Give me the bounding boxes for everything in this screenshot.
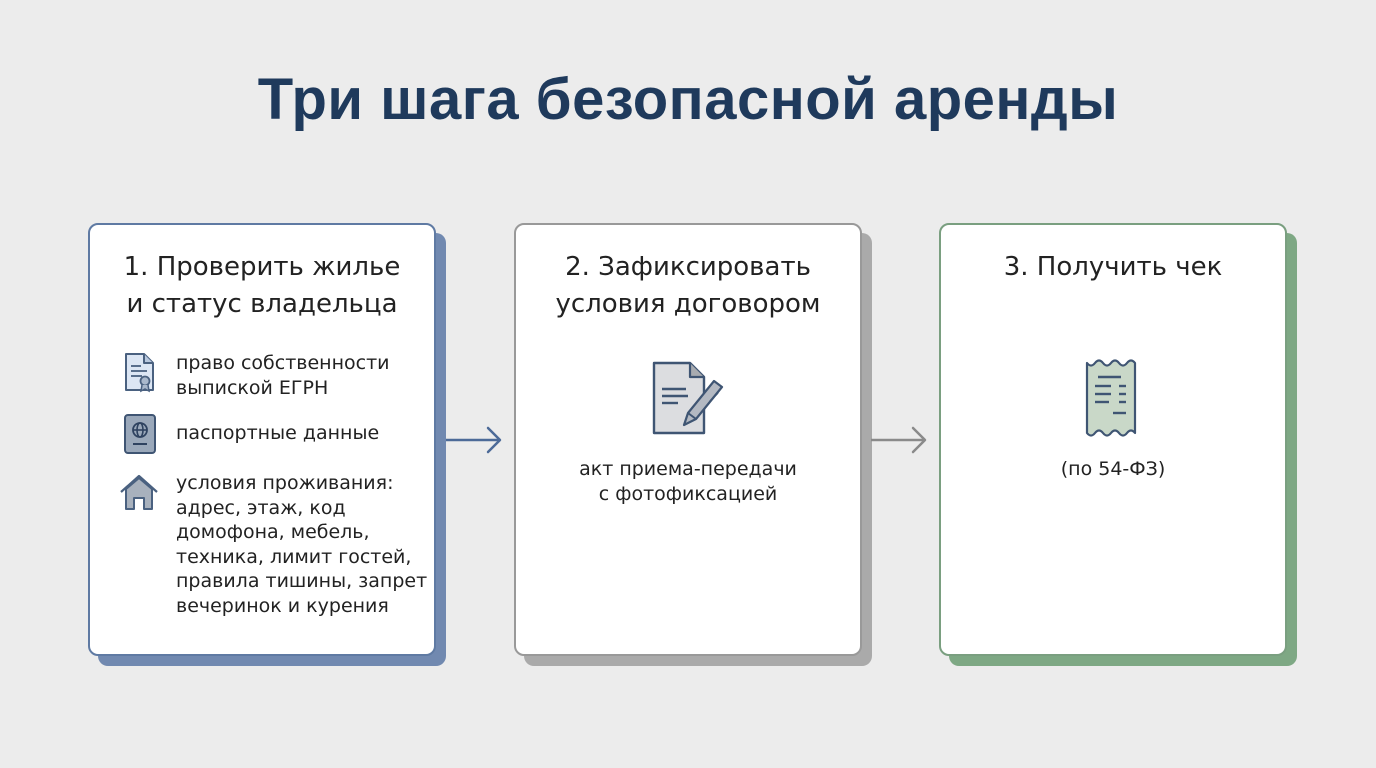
step-3-title: 3. Получить чек (1003, 252, 1223, 282)
step-1-panel: 1. Проверить жилье и статус владельца пр… (88, 223, 436, 656)
step-3-panel: 3. Получить чек (по 54-ФЗ) (939, 223, 1287, 656)
step-2-card: 2. Зафиксировать условия договором акт п… (514, 223, 872, 666)
arrow-right-icon (871, 426, 927, 454)
page-title: Три шага безопасной аренды (257, 67, 1119, 132)
step-2-text: акт приема-передачи с фотофиксацией (579, 458, 797, 505)
step-2-title: 2. Зафиксировать условия договором (555, 252, 821, 319)
step-1-card: 1. Проверить жилье и статус владельца пр… (88, 223, 446, 666)
step-2-panel: 2. Зафиксировать условия договором акт п… (514, 223, 862, 656)
step-1-item-ownership: право собственности выпиской ЕГРН (118, 351, 390, 400)
house-icon (120, 474, 158, 510)
step-1-item-passport: паспортные данные (118, 413, 379, 455)
step-1-item-text: паспортные данные (176, 422, 380, 444)
step-1-item-conditions: условия проживания: адрес, этаж, код дом… (118, 471, 427, 618)
step-3-text: (по 54-ФЗ) (1060, 458, 1166, 480)
step-1-item-text: право собственности выпиской ЕГРН (176, 352, 390, 399)
step-1-title: 1. Проверить жилье и статус владельца (123, 252, 401, 319)
document-pen-icon (652, 361, 724, 435)
certificate-document-icon (125, 353, 154, 393)
passport-icon (124, 414, 156, 454)
step-3-card: 3. Получить чек (по 54-ФЗ) (939, 223, 1297, 666)
arrow-right-icon (446, 426, 502, 454)
receipt-icon (1085, 359, 1137, 437)
step-1-item-text: условия проживания: адрес, этаж, код дом… (176, 472, 428, 617)
